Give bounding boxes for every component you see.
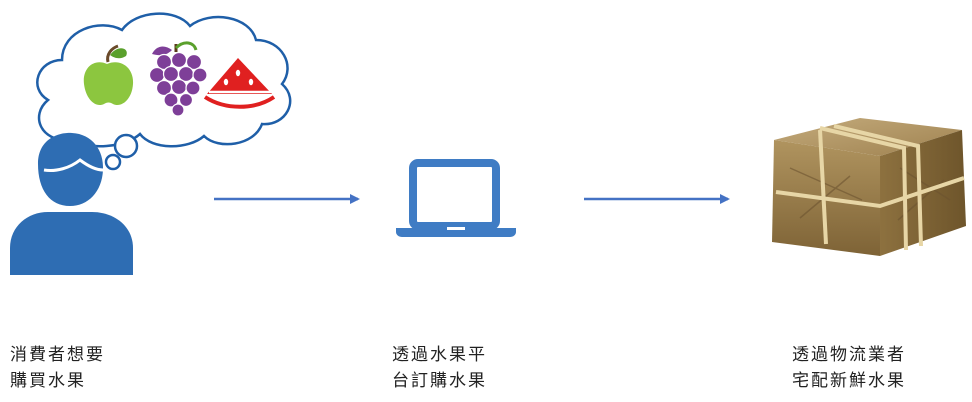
- step-label-logistics-line1: 透過物流業者: [792, 345, 906, 365]
- step-label-logistics-line2: 宅配新鮮水果: [792, 371, 906, 391]
- watermelon-slice-icon: [203, 58, 276, 109]
- apple-icon: [83, 44, 134, 106]
- step-label-platform-line1: 透過水果平: [392, 345, 487, 365]
- step-label-logistics: 透過物流業者 宅配新鮮水果: [792, 342, 906, 394]
- person-icon: [10, 132, 133, 275]
- package-icon: [772, 118, 966, 256]
- step-label-consumer-line2: 購買水果: [10, 371, 86, 391]
- step-label-platform-line2: 台訂購水果: [392, 371, 487, 391]
- step-label-platform: 透過水果平 台訂購水果: [392, 342, 487, 394]
- step-label-consumer-line1: 消費者想要: [10, 345, 105, 365]
- step-label-consumer: 消費者想要 購買水果: [10, 342, 105, 394]
- grapes-icon: [148, 41, 208, 117]
- laptop-icon: [396, 159, 516, 237]
